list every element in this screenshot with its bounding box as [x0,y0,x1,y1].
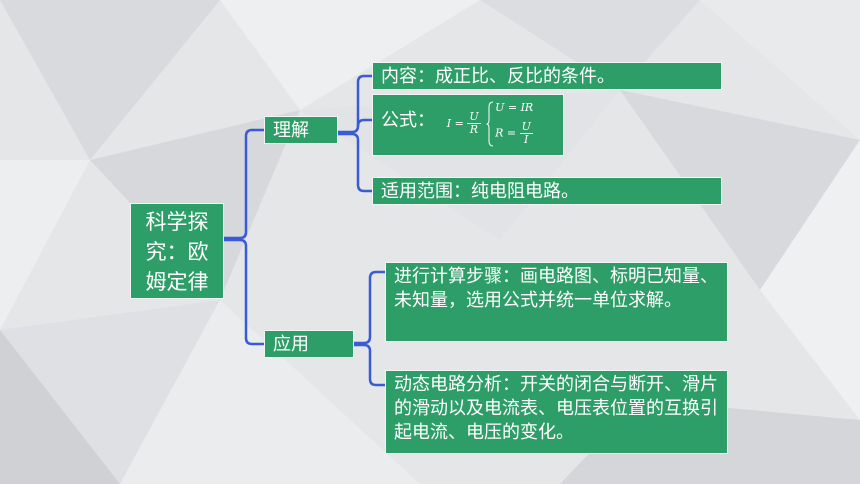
leaf-node-content: 内容：成正比、反比的条件。 [372,62,722,90]
formula-case-2-lhs: R = [495,126,517,140]
connector-root-to-yingyong [222,238,266,346]
formula-case-2-den: I [524,133,529,146]
leaf-node-dynamic-analysis: 动态电路分析：开关的闭合与断开、滑片的滑动以及电流表、电压表位置的互换引起电流、… [385,370,728,454]
leaf-content-text: 内容：成正比、反比的条件。 [381,66,615,87]
formula-fraction-case-2: U I [519,120,533,146]
connector-yingyong-to-jisuan [352,270,387,345]
leaf-node-formula: 公式： I = U R U = IR R = U I [372,94,564,156]
formula-case-1: U = IR [495,101,534,114]
root-label: 科学探究：欧姆定律 [145,210,209,294]
formula-fraction-main: U R [467,110,481,136]
formula-label: 公式： [381,110,435,131]
connector-lijie-to-gongshi [356,118,374,128]
connector-root-to-lijie [222,128,266,240]
leaf-node-scope: 适用范围：纯电阻电路。 [372,177,722,205]
ohms-law-formula: I = U R U = IR R = U I [446,101,534,147]
branch-label-yingyong: 应用 [273,334,309,355]
branch-node-lijie: 理解 [264,116,338,144]
root-node: 科学探究：欧姆定律 [130,203,224,299]
leaf-dynamic-analysis-text: 动态电路分析：开关的闭合与断开、滑片的滑动以及电流表、电压表位置的互换引起电流、… [394,374,718,443]
leaf-node-calc-steps: 进行计算步骤：画电路图、标明已知量、未知量，选用公式并统一单位求解。 [385,262,728,342]
branch-label-lijie: 理解 [273,120,309,141]
formula-eq: = [454,116,464,130]
branch-node-yingyong: 应用 [264,330,354,358]
formula-lhs-var: I [446,116,452,130]
leaf-scope-text: 适用范围：纯电阻电路。 [381,181,579,202]
brace-icon [486,101,494,147]
connector-lijie-to-neirong [336,74,374,134]
connector-lijie-to-fanwei [336,132,374,193]
leaf-calc-steps-text: 进行计算步骤：画电路图、标明已知量、未知量，选用公式并统一单位求解。 [394,266,718,311]
formula-num: U [467,110,481,124]
formula-den: R [469,123,479,136]
connector-yingyong-to-dongtai [352,343,387,387]
formula-cases: U = IR R = U I [486,101,534,147]
formula-case-2-num: U [519,120,533,134]
